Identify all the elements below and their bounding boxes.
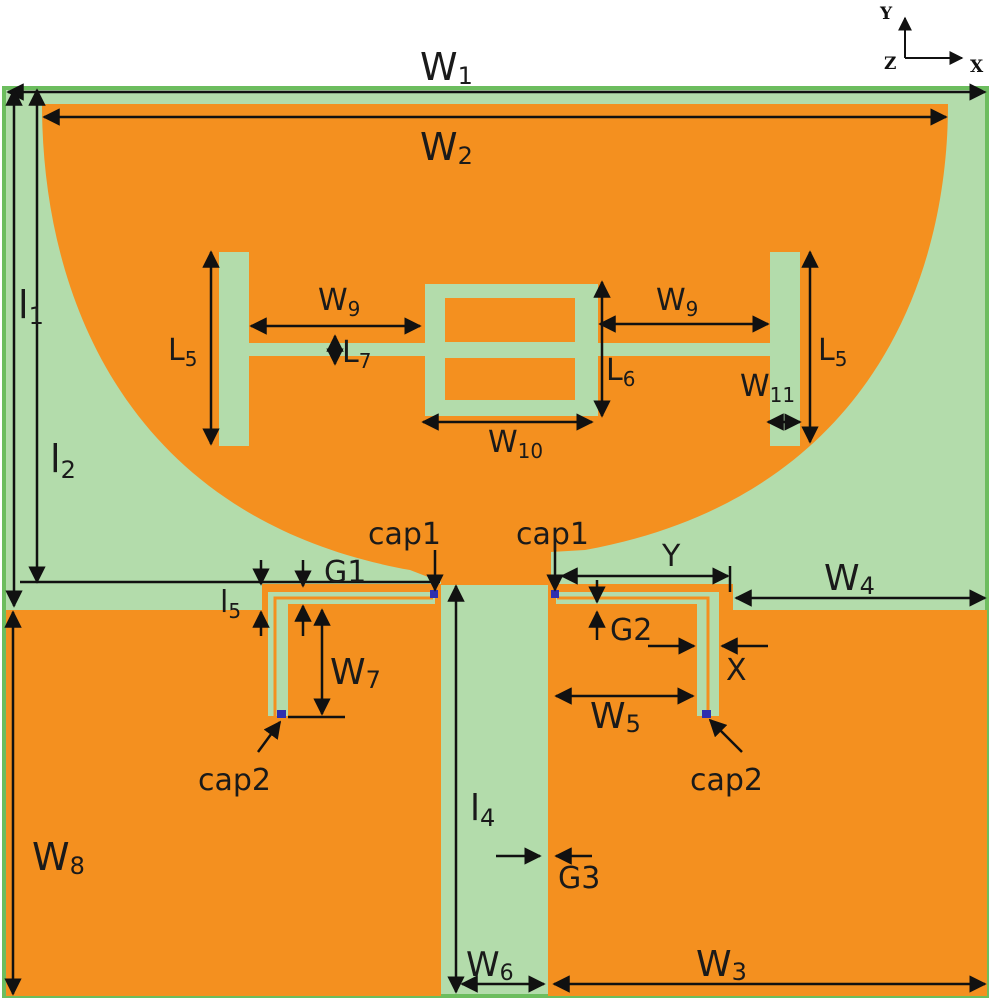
center-frame-slot [425,284,598,416]
label-l5b: L5 [818,333,847,371]
cap2-right-component [702,710,711,718]
label-y: Y [661,539,681,574]
left-l-stub [273,596,433,716]
label-w2: W2 [420,125,473,170]
label-w8: W8 [32,835,85,880]
label-cap2-left: cap2 [198,763,271,798]
left-vertical-slot [219,252,249,446]
label-l2: l2 [50,437,76,484]
label-w11: W11 [740,369,795,407]
label-w6: W6 [466,945,514,986]
cap2-right-arrow [708,718,743,753]
label-cap1-right: cap1 [516,517,589,552]
label-l5-small: l5 [220,585,241,623]
label-g2: G2 [610,613,652,648]
label-w3: W3 [696,944,747,986]
axis-x-label: X [970,57,984,77]
label-w5: W5 [590,696,641,738]
label-g1: G1 [324,555,366,590]
ground-right [548,584,987,996]
label-w9a: W9 [318,283,360,321]
label-w10: W10 [488,425,543,463]
cap2-left-component [277,710,286,718]
axis-z-label: Z [884,54,896,74]
label-l5a: L5 [168,333,197,371]
right-l-stub [557,596,710,716]
label-cap2-right: cap2 [690,763,763,798]
label-l1: l1 [18,283,44,330]
right-horizontal-slot [598,343,770,356]
label-w9b: W9 [656,283,698,321]
axis-y-label: Y [879,4,893,24]
left-horizontal-slot [249,343,427,356]
ground-left [6,584,441,996]
right-vertical-slot [770,252,800,446]
label-l4: l4 [470,788,495,832]
label-cap1-left: cap1 [368,517,441,552]
dimension-lines [4,83,987,996]
cap1-right-component [551,590,559,598]
cap2-left-arrow [256,720,282,753]
label-w4: W4 [824,558,875,600]
label-g3: G3 [558,861,600,896]
label-l6: L6 [606,353,635,391]
label-x: X [726,653,747,688]
label-w7: W7 [330,652,381,694]
label-l7: L7 [342,335,371,373]
cap1-left-component [430,590,438,598]
axis-indicator [898,16,964,65]
label-w1: W1 [420,45,473,90]
